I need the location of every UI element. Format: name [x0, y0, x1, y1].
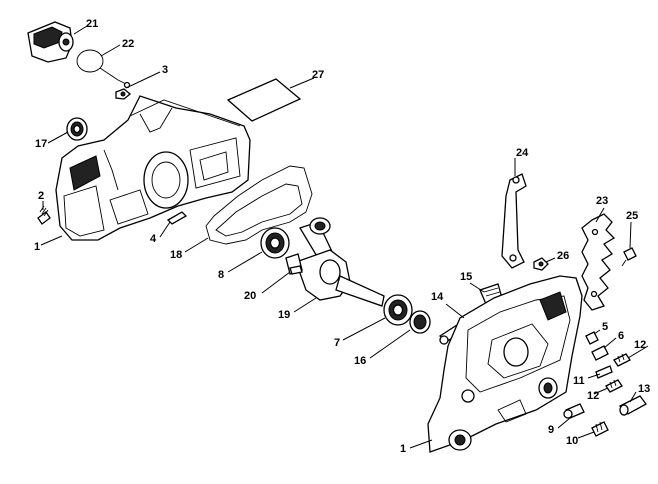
part-27-label [226, 78, 302, 122]
callout-14: 14 [431, 291, 444, 303]
part-12-pin-lower [605, 379, 623, 393]
part-17-shaft-seal [66, 117, 88, 141]
part-1-crankcase-lower [427, 275, 583, 453]
part-22-o-ring [76, 49, 131, 89]
callout-19: 19 [278, 309, 290, 321]
callout-24: 24 [516, 147, 529, 159]
callout-1-lower: 1 [400, 443, 406, 455]
part-2-bolt [37, 205, 51, 225]
part-16-shaft-seal [409, 310, 431, 334]
part-1-crankcase-upper [55, 95, 251, 241]
callout-22: 22 [122, 38, 134, 50]
part-12-pin-upper [613, 353, 631, 367]
part-13-bolt [618, 395, 647, 416]
callout-4: 4 [150, 233, 157, 245]
leader-lines [40, 25, 649, 449]
part-21-switch-module [27, 21, 74, 63]
part-3-nut [115, 88, 132, 100]
callout-16: 16 [354, 355, 366, 367]
callout-15: 15 [460, 271, 472, 283]
callout-3: 3 [162, 64, 168, 76]
callout-2: 2 [38, 190, 44, 202]
callout-9: 9 [548, 424, 554, 436]
part-6-sleeve [591, 345, 609, 361]
callout-26: 26 [557, 250, 569, 262]
callout-5: 5 [602, 321, 608, 333]
callout-20: 20 [244, 290, 256, 302]
callout-1-upper: 1 [34, 241, 40, 253]
part-4-pin [166, 211, 188, 225]
callout-13: 13 [638, 383, 650, 395]
part-10-screw [591, 421, 609, 437]
callout-6: 6 [618, 330, 624, 342]
part-24-bracket [501, 173, 527, 269]
part-9-screw [563, 403, 585, 419]
part-8-ball-bearing [260, 227, 290, 259]
part-26-nut [533, 257, 549, 271]
callout-18: 18 [170, 249, 182, 261]
callout-10: 10 [566, 435, 578, 447]
callout-11: 11 [573, 375, 585, 387]
part-25-screw [621, 247, 637, 267]
part-11-pin [595, 365, 613, 379]
callout-17: 17 [35, 138, 47, 150]
part-23-bumper-spike [581, 213, 616, 311]
callout-7: 7 [334, 337, 340, 349]
part-18-gasket [205, 165, 313, 245]
callout-12-upper: 12 [634, 339, 646, 351]
callout-8: 8 [218, 269, 224, 281]
part-7-ball-bearing [383, 294, 413, 326]
part-5-screw [585, 331, 599, 345]
callout-labels: 21 22 3 27 17 2 1 4 18 8 20 19 7 16 14 1… [34, 18, 650, 455]
callout-21: 21 [86, 18, 98, 30]
callout-12-lower: 12 [587, 390, 599, 402]
part-19-crankshaft [285, 217, 385, 307]
callout-23: 23 [596, 195, 608, 207]
part-20-woodruff-key [289, 265, 303, 275]
callout-25: 25 [626, 210, 638, 222]
callout-27: 27 [312, 69, 324, 81]
